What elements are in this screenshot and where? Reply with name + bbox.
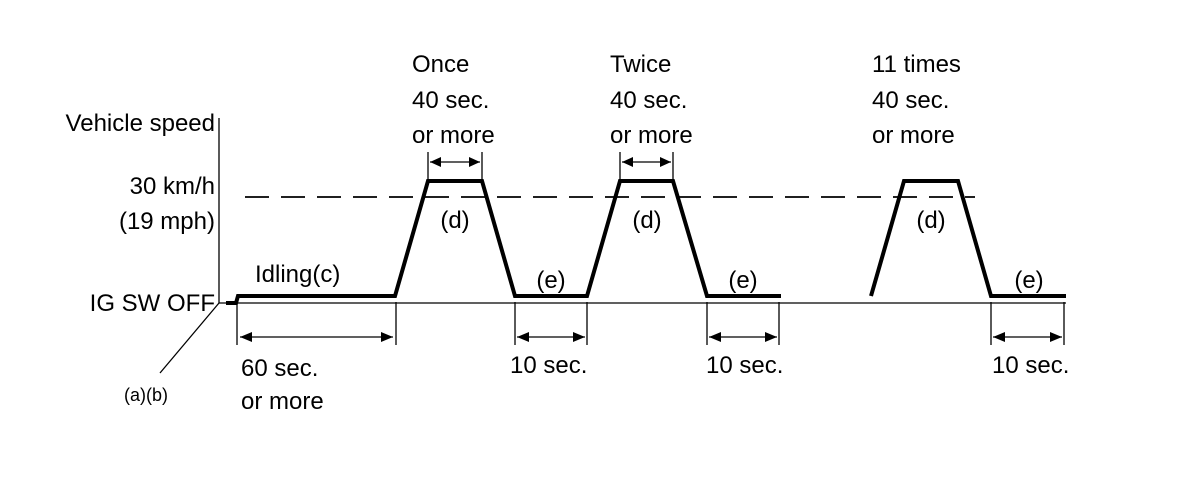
cycle-3-phase-label: (d) xyxy=(916,207,945,234)
cycle-1-phase-label: (d) xyxy=(440,207,469,234)
cycle-3-hold-line-2: or more xyxy=(872,122,955,149)
baseline-label: IG SW OFF xyxy=(90,290,215,317)
cycle-2-count: Twice xyxy=(610,51,671,78)
start-leader-line xyxy=(159,302,220,374)
idle-label: Idling(c) xyxy=(255,261,340,288)
cycle-3-hold-line-1: 40 sec. xyxy=(872,87,949,114)
cycle-2-hold-arrowhead-left xyxy=(622,157,633,167)
cycle-2-phase-label: (d) xyxy=(632,207,661,234)
cycle-1-rest-duration: 10 sec. xyxy=(510,352,587,379)
speed-profile-segment-2 xyxy=(869,179,1066,298)
cycle-2-hold-line-1: 40 sec. xyxy=(610,87,687,114)
cycle-3-rest-duration: 10 sec. xyxy=(992,352,1069,379)
y-axis-title: Vehicle speed xyxy=(66,110,215,137)
cycle-2-hold-arrowhead-right xyxy=(660,157,671,167)
idle-duration-line-2: or more xyxy=(241,388,324,415)
cycle-2-rest-label: (e) xyxy=(728,267,757,294)
speed-label: 30 km/h xyxy=(130,173,215,200)
cycle-3-rest-arrowhead-left xyxy=(993,332,1005,342)
idle-duration-line-1: 60 sec. xyxy=(241,355,318,382)
cycle-2-hold-line-2: or more xyxy=(610,122,693,149)
cycle-2-rest-arrowhead-right xyxy=(765,332,777,342)
cycle-1-rest-arrowhead-right xyxy=(573,332,585,342)
cycle-1-count: Once xyxy=(412,51,469,78)
cycle-3-rest-arrowhead-right xyxy=(1050,332,1062,342)
cycle-1-rest-arrowhead-left xyxy=(517,332,529,342)
cycle-1-hold-line-1: 40 sec. xyxy=(412,87,489,114)
cycle-1-hold-line-2: or more xyxy=(412,122,495,149)
cycle-3-rest-label: (e) xyxy=(1014,267,1043,294)
cycle-1-hold-arrowhead-right xyxy=(469,157,480,167)
cycle-2-rest-arrowhead-left xyxy=(709,332,721,342)
idle-arrowhead-left xyxy=(240,332,252,342)
speed-profile-segment-1 xyxy=(226,179,781,305)
idle-arrowhead-right xyxy=(381,332,393,342)
cycle-1-hold-arrowhead-left xyxy=(430,157,441,167)
cycle-3-count: 11 times xyxy=(872,51,961,78)
cycle-1-rest-label: (e) xyxy=(536,267,565,294)
speed-label-alt: (19 mph) xyxy=(119,208,215,235)
cycle-2-rest-duration: 10 sec. xyxy=(706,352,783,379)
start-label: (a)(b) xyxy=(124,385,168,405)
